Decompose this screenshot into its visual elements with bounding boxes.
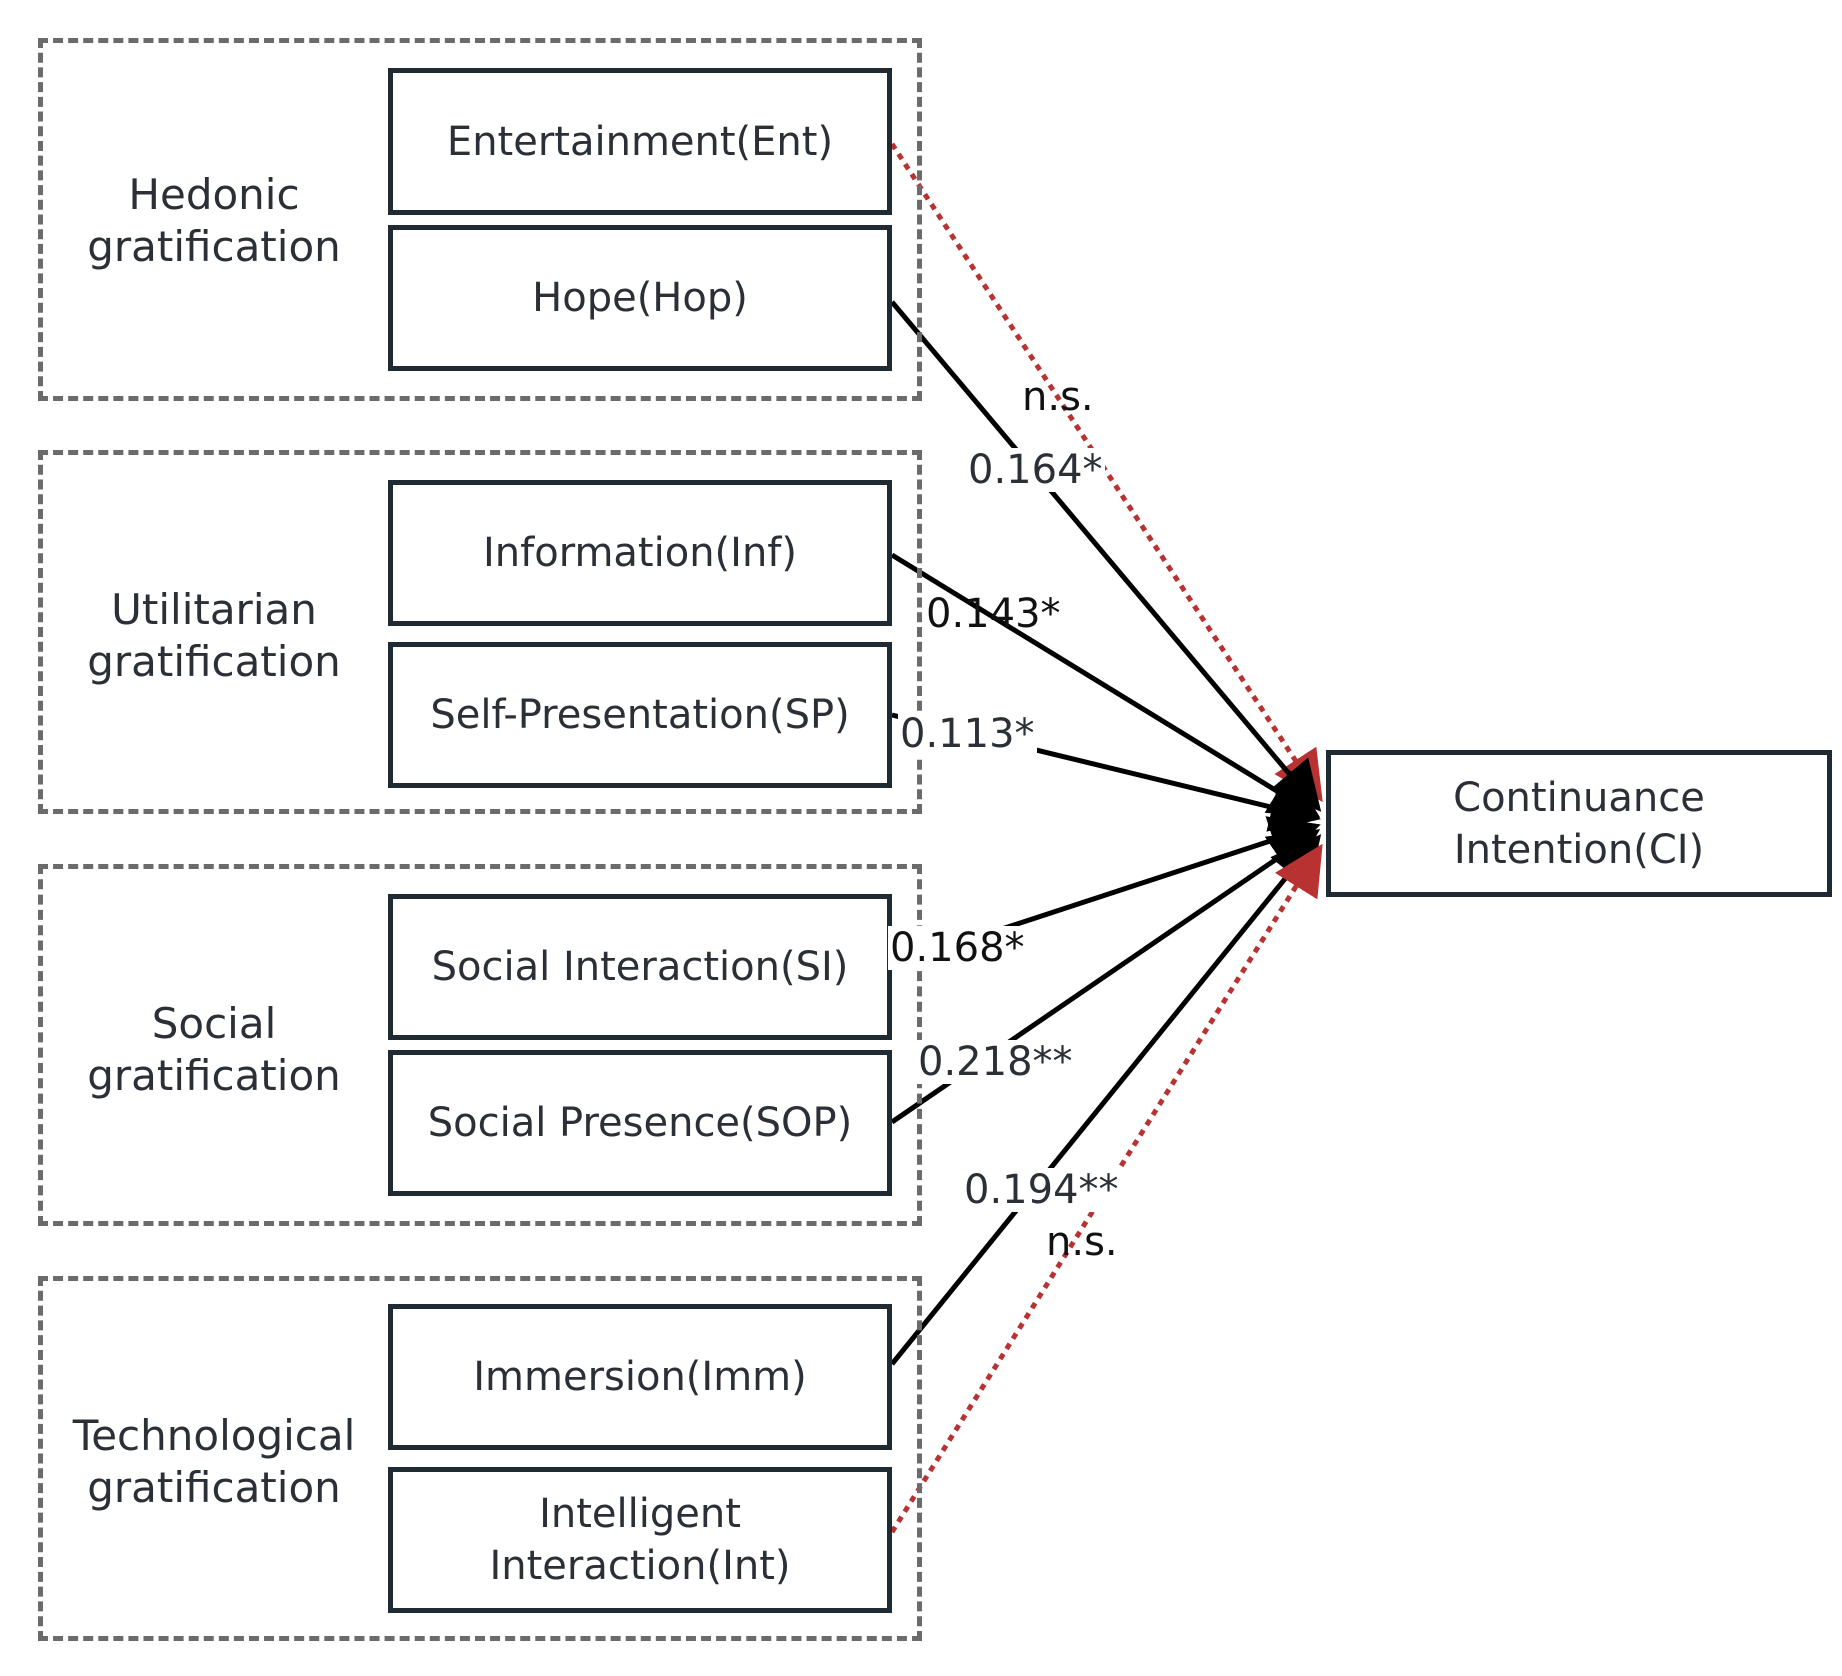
construct-immersion: Immersion(Imm)	[388, 1304, 892, 1450]
construct-hope: Hope(Hop)	[388, 225, 892, 371]
path-label-si: 0.168*	[888, 925, 1027, 971]
construct-continuance-intention: Continuance Intention(CI)	[1326, 750, 1832, 897]
group-label-social: Social gratification	[87, 999, 341, 1100]
group-box-utilitarian	[38, 450, 922, 814]
group-label-technological: Technological gratification	[72, 1411, 356, 1512]
group-box-technological	[38, 1276, 922, 1641]
construct-information: Information(Inf)	[388, 480, 892, 626]
group-label-hedonic: Hedonic gratification	[87, 170, 341, 271]
construct-intelligent-interaction: Intelligent Interaction(Int)	[388, 1467, 892, 1613]
construct-self-presentation: Self-Presentation(SP)	[388, 642, 892, 788]
path-label-inf: 0.143*	[926, 591, 1061, 637]
path-label-sop: 0.218**	[916, 1039, 1075, 1085]
group-label-utilitarian: Utilitarian gratification	[87, 585, 341, 686]
group-box-hedonic	[38, 38, 922, 401]
path-int-arrow	[889, 843, 1323, 1534]
path-label-sp: 0.113*	[898, 711, 1037, 757]
path-label-hop: 0.164*	[966, 447, 1105, 493]
path-label-ent: n.s.	[1022, 374, 1094, 420]
path-inf-arrow	[890, 552, 1321, 818]
path-label-imm: 0.194**	[962, 1167, 1121, 1213]
path-imm-arrow	[890, 834, 1322, 1366]
path-label-int: n.s.	[1046, 1219, 1118, 1265]
construct-entertainment: Entertainment(Ent)	[388, 68, 892, 215]
path-ent-arrow	[889, 142, 1323, 803]
path-hop-arrow	[890, 300, 1322, 812]
construct-social-interaction: Social Interaction(SI)	[388, 894, 892, 1040]
construct-social-presence: Social Presence(SOP)	[388, 1050, 892, 1196]
